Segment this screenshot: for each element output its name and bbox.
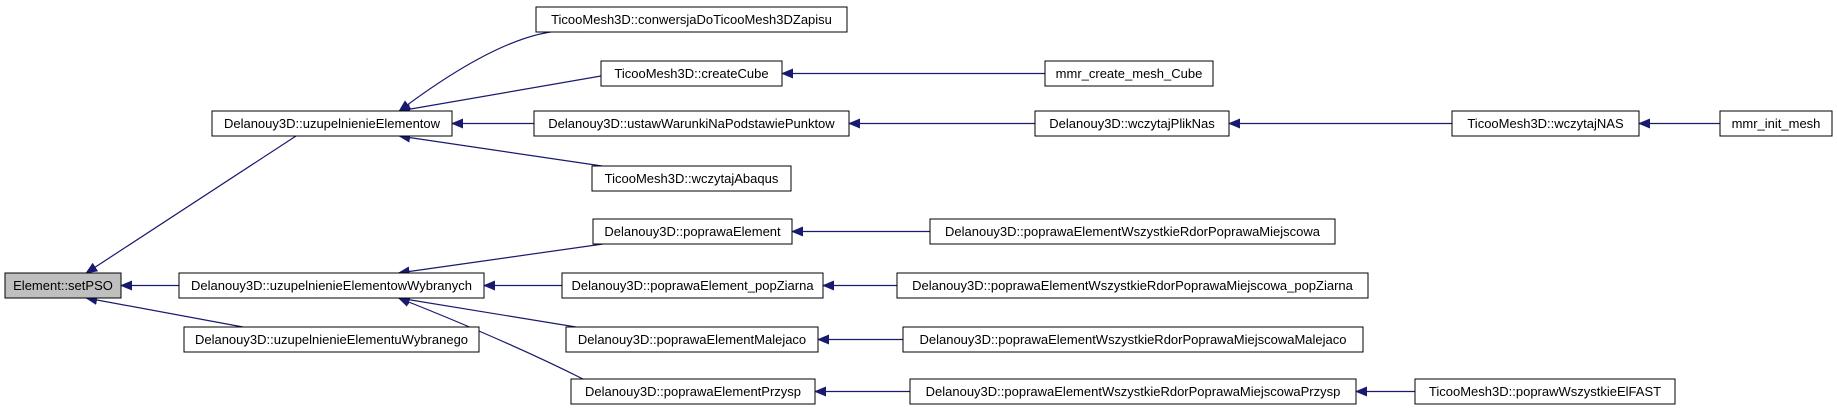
node-uzupelnienie_wybranych[interactable]: Delanouy3D::uzupelnienieElementowWybrany…	[178, 272, 485, 299]
node-label: Element::setPSO	[13, 278, 113, 293]
node-setpso[interactable]: Element::setPSO	[4, 272, 122, 299]
edge-uzupelnienie_elementow-to-setpso	[85, 135, 297, 274]
node-label: TicooMesh3D::poprawWszystkieElFAST	[1429, 384, 1661, 399]
node-label: Delanouy3D::poprawaElementWszystkieRdorP…	[945, 224, 1321, 239]
node-poprawa_el[interactable]: Delanouy3D::poprawaElement	[592, 218, 793, 245]
node-poprawa_el_mal[interactable]: Delanouy3D::poprawaElementMalejaco	[565, 326, 819, 353]
edge-poprawa_el-to-uzupelnienie_wybranych	[397, 243, 604, 277]
node-pw_miej[interactable]: Delanouy3D::poprawaElementWszystkieRdorP…	[929, 218, 1336, 245]
node-label: Delanouy3D::uzupelnienieElementowWybrany…	[191, 278, 472, 293]
node-box	[535, 6, 848, 33]
node-box	[178, 272, 485, 299]
edge-poprawa_el_mal-to-uzupelnienie_wybranych	[397, 294, 577, 328]
node-poprawa_el_prz[interactable]: Delanouy3D::poprawaElementPrzysp	[570, 378, 816, 405]
node-label: Delanouy3D::uzupelnienieElementow	[224, 116, 441, 131]
edge-konwersja-to-uzupelnienie_elementow	[398, 30, 583, 112]
node-label: Delanouy3D::ustawWarunkiNaPodstawiePunkt…	[548, 116, 835, 131]
node-label: Delanouy3D::poprawaElementPrzysp	[585, 384, 801, 399]
node-box	[183, 326, 480, 353]
node-box	[1719, 110, 1833, 137]
node-label: Delanouy3D::poprawaElementWszystkieRdorP…	[919, 332, 1346, 347]
node-box	[929, 218, 1336, 245]
node-poprawa_el_pop[interactable]: Delanouy3D::poprawaElement_popZiarna	[561, 272, 824, 299]
node-box	[1034, 110, 1230, 137]
node-box	[909, 378, 1357, 405]
node-label: Delanouy3D::poprawaElement_popZiarna	[571, 278, 814, 293]
node-box	[1414, 378, 1676, 405]
node-label: TicooMesh3D::wczytajAbaqus	[605, 171, 779, 186]
node-mmr_init[interactable]: mmr_init_mesh	[1719, 110, 1833, 137]
node-wczytaj_nas_t[interactable]: TicooMesh3D::wczytajNAS	[1451, 110, 1640, 137]
node-ustaw_warunki[interactable]: Delanouy3D::ustawWarunkiNaPodstawiePunkt…	[533, 110, 850, 137]
edges-layer	[85, 30, 1720, 397]
node-label: Delanouy3D::poprawaElementWszystkieRdorP…	[926, 384, 1341, 399]
node-box	[592, 218, 793, 245]
node-pw_miej_prz[interactable]: Delanouy3D::poprawaElementWszystkieRdorP…	[909, 378, 1357, 405]
node-label: Delanouy3D::poprawaElementWszystkieRdorP…	[912, 278, 1354, 293]
node-uzupelnienie_wybranego[interactable]: Delanouy3D::uzupelnienieElementuWybraneg…	[183, 326, 480, 353]
node-box	[600, 60, 783, 87]
node-box	[570, 378, 816, 405]
node-pw_miej_mal[interactable]: Delanouy3D::poprawaElementWszystkieRdorP…	[902, 326, 1364, 353]
node-label: mmr_init_mesh	[1732, 116, 1821, 131]
node-box	[896, 272, 1369, 299]
node-label: Delanouy3D::uzupelnienieElementuWybraneg…	[195, 332, 468, 347]
node-box	[591, 165, 792, 192]
edge-wczytaj_abaqus-to-uzupelnienie_elementow	[398, 132, 603, 167]
node-label: mmr_create_mesh_Cube	[1056, 66, 1203, 81]
node-box	[533, 110, 850, 137]
node-label: Delanouy3D::poprawaElement	[604, 224, 781, 239]
node-wczytaj_abaqus[interactable]: TicooMesh3D::wczytajAbaqus	[591, 165, 792, 192]
node-uzupelnienie_elementow[interactable]: Delanouy3D::uzupelnienieElementow	[211, 110, 453, 137]
node-box	[211, 110, 453, 137]
node-wczytaj_nas_d[interactable]: Delanouy3D::wczytajPlikNas	[1034, 110, 1230, 137]
node-pw_miej_pop[interactable]: Delanouy3D::poprawaElementWszystkieRdorP…	[896, 272, 1369, 299]
node-box	[561, 272, 824, 299]
edge-poprawa_el_prz-to-uzupelnienie_wybranych	[397, 297, 584, 380]
node-box	[1451, 110, 1640, 137]
node-label: Delanouy3D::wczytajPlikNas	[1049, 116, 1215, 131]
node-konwersja[interactable]: TicooMesh3D::conwersjaDoTicooMesh3DZapis…	[535, 6, 848, 33]
node-popraw_all[interactable]: TicooMesh3D::poprawWszystkieElFAST	[1414, 378, 1676, 405]
node-label: Delanouy3D::poprawaElementMalejaco	[578, 332, 806, 347]
node-box	[902, 326, 1364, 353]
node-label: TicooMesh3D::createCube	[614, 66, 768, 81]
node-label: TicooMesh3D::wczytajNAS	[1467, 116, 1624, 131]
edge-uzupelnienie_wybranego-to-setpso	[85, 295, 244, 328]
node-box	[1044, 60, 1214, 87]
edge-createcube-to-uzupelnienie_elementow	[398, 75, 602, 115]
node-box	[4, 272, 122, 299]
node-label: TicooMesh3D::conwersjaDoTicooMesh3DZapis…	[551, 12, 832, 27]
node-createcube[interactable]: TicooMesh3D::createCube	[600, 60, 783, 87]
node-box	[565, 326, 819, 353]
nodes-layer: Element::setPSODelanouy3D::uzupelnienieE…	[4, 6, 1833, 405]
node-mmr_cube[interactable]: mmr_create_mesh_Cube	[1044, 60, 1214, 87]
